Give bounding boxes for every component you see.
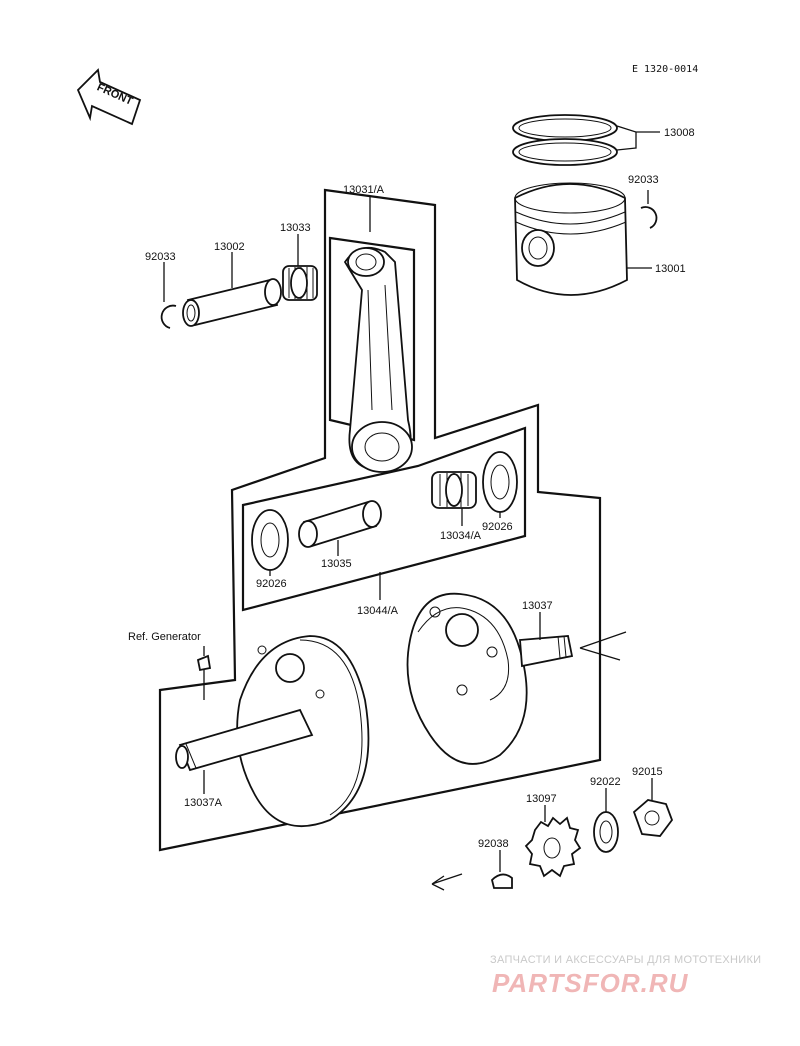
crankpin-subassembly-outline [241, 426, 527, 612]
piston-ring-set [512, 114, 618, 166]
conrod-subassembly-outline [328, 236, 416, 442]
drawing-code: E 1320-0014 [632, 64, 698, 75]
big-end-bearing [431, 471, 477, 509]
small-end-bearing [282, 265, 318, 301]
thrust-washer-left [251, 509, 289, 571]
thrust-washer-right [482, 451, 518, 513]
label-92033-left: 92033 [145, 251, 176, 263]
piston [514, 182, 628, 296]
crank-half-right [406, 592, 627, 765]
primary-gear [524, 816, 582, 878]
washer [593, 811, 619, 853]
label-13037a: 13037A [184, 797, 223, 809]
label-92026-right: 92026 [482, 521, 513, 533]
label-ref-generator: Ref. Generator [128, 631, 201, 643]
generator-key-icon [196, 654, 212, 672]
circlip-right [640, 206, 658, 229]
connecting-rod [343, 246, 413, 473]
watermark-logo: PARTSFOR.RU [492, 968, 689, 998]
label-92038: 92038 [478, 838, 509, 850]
label-13008: 13008 [664, 127, 695, 139]
label-13002: 13002 [214, 241, 245, 253]
label-13034a: 13034/A [440, 530, 482, 542]
woodruff-key [491, 873, 513, 889]
label-13037: 13037 [522, 600, 553, 612]
label-13097: 13097 [526, 793, 557, 805]
label-13035: 13035 [321, 558, 352, 570]
piston-pin [182, 278, 282, 327]
label-92033-right: 92033 [628, 174, 659, 186]
front-arrow-icon: FRONT [76, 68, 142, 126]
watermark-tagline: ЗАПЧАСТИ И АКСЕССУАРЫ ДЛЯ МОТОТЕХНИКИ [490, 954, 761, 966]
crank-half-left [175, 635, 370, 828]
label-92022: 92022 [590, 776, 621, 788]
label-13031a: 13031/A [343, 184, 385, 196]
label-92026-left: 92026 [256, 578, 287, 590]
label-13001: 13001 [655, 263, 686, 275]
crankshaft-assembly-outline [158, 188, 602, 852]
label-13033: 13033 [280, 222, 311, 234]
circlip-left [160, 304, 177, 329]
label-92015: 92015 [632, 766, 663, 778]
crankpin [298, 500, 382, 548]
label-13044a: 13044/A [357, 605, 399, 617]
nut [632, 799, 674, 837]
